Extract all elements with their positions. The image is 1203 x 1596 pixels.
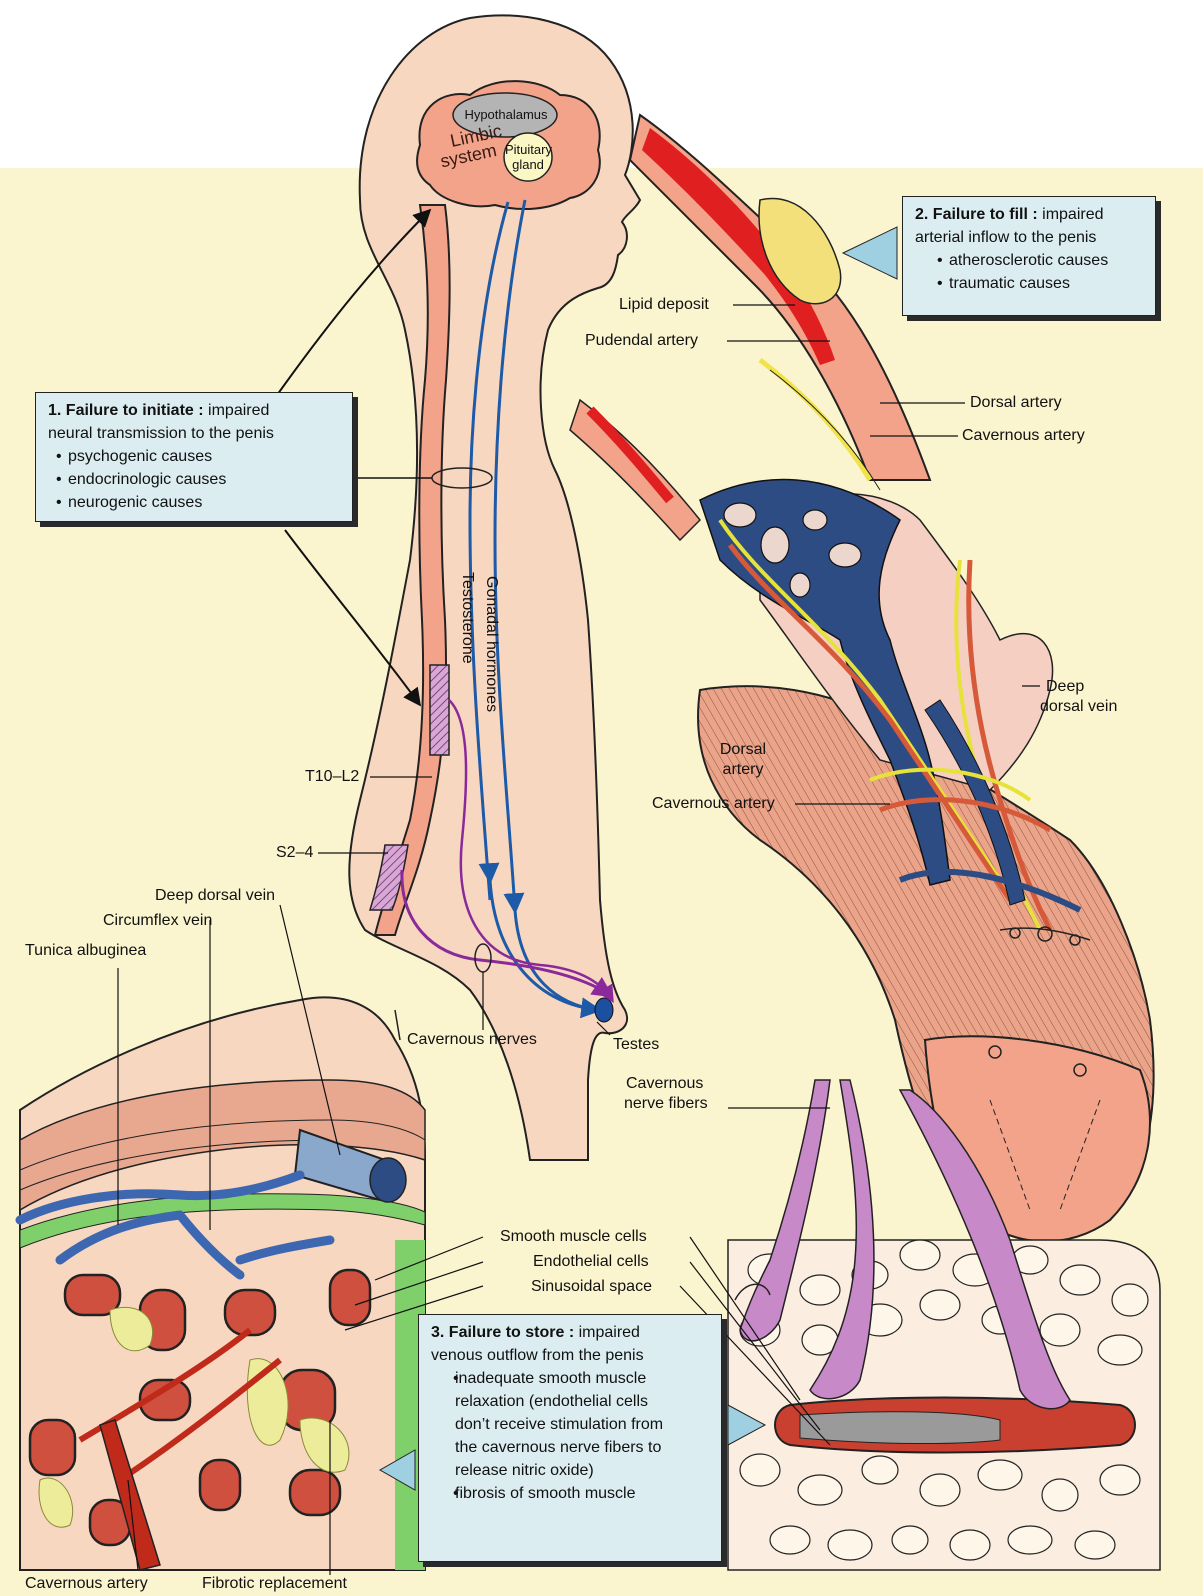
failure-to-fill-box: 2. Failure to fill : impaired arterial i… [902,196,1156,316]
box3-item1-line: the cavernous nerve fibers to [455,1439,661,1456]
box1-item: neurogenic causes [48,491,342,514]
box1-item: psychogenic causes [48,445,342,468]
dorsal-artery-mid-line2: artery [723,761,764,778]
deep-dorsal-vein-right-label: Deep dorsal vein [1040,677,1140,717]
t10-l2-segment [430,665,449,755]
testes-label: Testes [613,1035,659,1055]
box1-item: endocrinologic causes [48,468,342,491]
testosterone-label: Testosterone [458,572,476,664]
deep-dorsal-vein-right-line1: Deep [1046,678,1084,695]
cavernous-artery-top-label: Cavernous artery [962,426,1085,446]
pituitary-label-line2: gland [512,157,544,172]
box3-item1-line: relaxation (endothelial cells [455,1393,648,1410]
s2-4-label: S2–4 [276,843,313,863]
dorsal-artery-mid-label: Dorsal artery [703,740,783,780]
failure-to-initiate-box: 1. Failure to initiate : impaired neural… [35,392,353,522]
box1-title: 1. Failure to initiate : [48,402,204,419]
box3-title-rest: impaired [579,1324,640,1341]
fibrotic-replacement-label: Fibrotic replacement [202,1574,347,1594]
box2-item: traumatic causes [915,272,1145,295]
endothelial-cells-label: Endothelial cells [533,1252,649,1272]
box3-line2: venous outflow from the penis [431,1344,711,1367]
smooth-muscle-cells-label: Smooth muscle cells [500,1227,647,1247]
lipid-deposit-label: Lipid deposit [619,295,709,315]
pituitary-label-line1: Pituitary [505,142,552,157]
cavernous-artery-bottom-label: Cavernous artery [25,1574,148,1594]
dorsal-artery-mid-line1: Dorsal [720,741,766,758]
box3-item1-line: release nitric oxide) [455,1462,594,1479]
box2-title: 2. Failure to fill : [915,206,1038,223]
cavernous-nerve-fibers-line1: Cavernous [626,1075,703,1092]
box1-line2: neural transmission to the penis [48,422,342,445]
box1-heading: 1. Failure to initiate : impaired [48,399,342,422]
sinusoidal-space-label: Sinusoidal space [531,1277,652,1297]
deep-dorsal-vein-left-label: Deep dorsal vein [155,886,275,906]
hypothalamus-label: Hypothalamus [460,107,552,122]
box2-item: atherosclerotic causes [915,249,1145,272]
box3-item: fibrosis of smooth muscle [431,1482,711,1505]
pudendal-artery-label: Pudendal artery [585,331,698,351]
box3-item: inadequate smooth muscle relaxation (end… [431,1367,711,1482]
tunica-albuginea-label: Tunica albuginea [25,941,146,961]
cavernous-nerve-fibers-label: Cavernous nerve fibers [626,1074,708,1114]
t10-l2-label: T10–L2 [305,767,359,787]
box2-title-rest: impaired [1042,206,1103,223]
gonadal-hormones-label: Gonadal hormones [482,576,500,712]
box3-item1-line: inadequate smooth muscle [455,1370,646,1387]
pituitary-label: Pituitary gland [505,142,551,172]
box2-line2: arterial inflow to the penis [915,226,1145,249]
cavernous-nerve-fibers-line2: nerve fibers [624,1095,708,1112]
failure-to-store-box: 3. Failure to store : impaired venous ou… [418,1314,722,1562]
circumflex-vein-label: Circumflex vein [103,911,212,931]
testes-shape [595,998,613,1022]
box3-item1-line: don’t receive stimulation from [455,1416,663,1433]
cavernous-artery-mid-label: Cavernous artery [652,794,775,814]
dorsal-artery-top-label: Dorsal artery [970,393,1062,413]
deep-dorsal-vein-right-line2: dorsal vein [1040,698,1117,715]
box2-heading: 2. Failure to fill : impaired [915,203,1145,226]
box1-title-rest: impaired [208,402,269,419]
box3-title: 3. Failure to store : [431,1324,574,1341]
box3-heading: 3. Failure to store : impaired [431,1321,711,1344]
cavernous-nerves-label: Cavernous nerves [407,1030,537,1050]
